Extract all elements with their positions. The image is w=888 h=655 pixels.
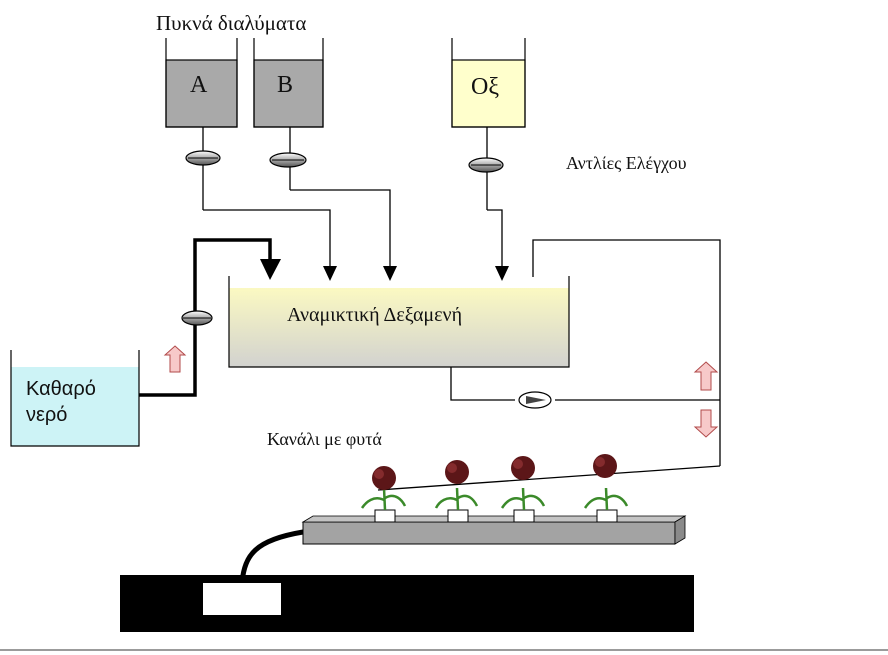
water-pump xyxy=(181,310,213,326)
mixing-tank xyxy=(228,276,570,368)
water-feed-line xyxy=(139,238,281,397)
pump-b xyxy=(269,152,307,168)
plant-channel-label: Κανάλι με φυτά xyxy=(267,429,382,449)
clean-water-label-line1: Καθαρό xyxy=(26,378,96,400)
pump-a xyxy=(185,150,221,166)
plant-channel xyxy=(301,515,687,545)
control-pumps-label: Αντλίες Ελέγχου xyxy=(566,153,687,173)
tank-acid-label: Οξ xyxy=(471,74,500,100)
rose-plant-3 xyxy=(500,456,546,523)
clean-water-label-line2: νερό xyxy=(26,404,68,426)
rose-plant-4 xyxy=(583,454,629,523)
tank-acid xyxy=(451,38,526,128)
clean-water-tank xyxy=(10,350,140,447)
recirculation-pump xyxy=(518,391,552,409)
up-arrow-return xyxy=(693,361,719,391)
recirculation-lines xyxy=(377,239,721,491)
rose-plant-1 xyxy=(360,466,407,523)
up-arrow-water xyxy=(163,345,187,373)
feed-lines xyxy=(202,127,503,268)
drain-hose xyxy=(239,529,304,583)
tank-b xyxy=(253,38,324,128)
tank-a-label: A xyxy=(190,72,208,98)
base-reservoir xyxy=(120,575,694,632)
pump-acid xyxy=(468,157,504,173)
concentrated-solutions-label: Πυκνά διαλύματα xyxy=(156,11,307,35)
down-arrow-return xyxy=(693,409,719,438)
tank-b-label: B xyxy=(277,72,294,98)
mixing-tank-label: Αναμικτική Δεξαμενή xyxy=(287,304,463,326)
rose-plant-2 xyxy=(434,460,479,523)
tank-a xyxy=(165,38,238,128)
feed-arrowheads xyxy=(323,266,509,281)
